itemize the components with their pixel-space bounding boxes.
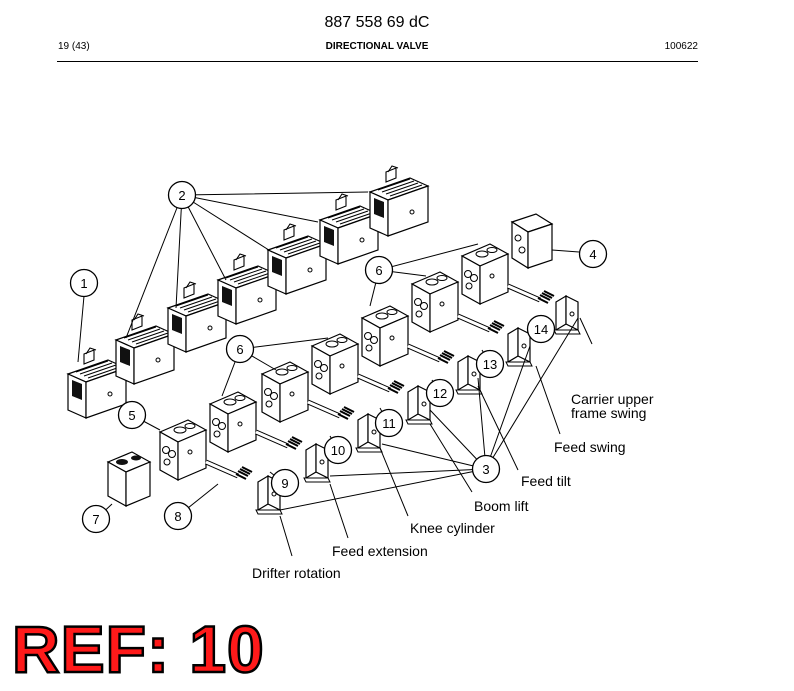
document-title: DIRECTIONAL VALVE	[325, 41, 429, 52]
callout-4: 4	[578, 239, 608, 269]
label-carrier-line1: Carrier upper	[571, 391, 654, 407]
callout-12: 12	[425, 378, 455, 408]
label-boom-lift: Boom lift	[474, 498, 529, 514]
valve-section	[411, 271, 459, 333]
callout-6-upper: 6	[364, 255, 394, 285]
spool	[408, 346, 454, 363]
label-carrier-line2: frame swing	[571, 405, 646, 421]
spool	[458, 316, 504, 333]
svg-text:5: 5	[128, 408, 135, 423]
svg-text:13: 13	[483, 357, 497, 372]
page-number: 19 (43)	[58, 41, 90, 52]
valve-section	[461, 243, 509, 305]
callout-2: 2	[167, 180, 197, 210]
valve-section	[159, 419, 207, 481]
spool	[358, 376, 404, 393]
svg-text:8: 8	[174, 509, 181, 524]
callout-13: 13	[475, 349, 505, 379]
svg-text:6: 6	[236, 342, 243, 357]
solenoid-valve	[115, 313, 175, 385]
callout-6-lower: 6	[225, 334, 255, 364]
spool	[508, 286, 554, 303]
svg-text:10: 10	[331, 443, 345, 458]
callouts: 1 2 3 4 5 6 6 7 8 9 10 11 12 13 14	[69, 180, 608, 534]
solenoid-valve	[319, 193, 379, 265]
svg-text:3: 3	[482, 462, 489, 477]
spool	[308, 402, 354, 419]
svg-text:7: 7	[92, 512, 99, 527]
callout-5: 5	[117, 400, 147, 430]
svg-text:1: 1	[80, 276, 87, 291]
header-rule	[57, 61, 698, 62]
label-drifter-rotation: Drifter rotation	[252, 565, 341, 581]
ref-stamp: REF: 10	[11, 612, 265, 686]
svg-text:9: 9	[281, 476, 288, 491]
svg-text:14: 14	[534, 322, 548, 337]
valve-section	[261, 361, 309, 423]
spool	[206, 462, 252, 479]
valve-section	[311, 333, 359, 395]
valve-section	[209, 391, 257, 453]
callout-11: 11	[374, 408, 404, 438]
svg-text:2: 2	[178, 188, 185, 203]
spool	[256, 432, 302, 449]
label-feed-extension: Feed extension	[332, 543, 428, 559]
svg-text:11: 11	[382, 416, 396, 431]
inlet-block	[106, 451, 152, 508]
solenoid-valve	[217, 253, 277, 325]
callout-10: 10	[323, 435, 353, 465]
callout-9: 9	[270, 468, 300, 498]
callout-14: 14	[526, 314, 556, 344]
svg-text:4: 4	[589, 247, 596, 262]
function-labels: Carrier upper frame swing Feed swing Fee…	[252, 391, 654, 581]
callout-3: 3	[471, 454, 501, 484]
spool-cap	[553, 295, 581, 335]
date-code: 100622	[664, 41, 698, 52]
callout-1: 1	[69, 268, 99, 298]
label-knee-cylinder: Knee cylinder	[410, 520, 495, 536]
label-feed-tilt: Feed tilt	[521, 473, 571, 489]
document-number: 887 558 69 dC	[324, 14, 430, 31]
svg-text:6: 6	[375, 263, 382, 278]
svg-text:12: 12	[433, 386, 447, 401]
label-feed-swing: Feed swing	[554, 439, 626, 455]
valve-section	[361, 305, 409, 367]
solenoid-valve	[369, 165, 429, 237]
solenoid-valve	[267, 223, 327, 295]
callout-8: 8	[163, 501, 193, 531]
callout-7: 7	[81, 504, 111, 534]
end-plate	[510, 213, 554, 270]
